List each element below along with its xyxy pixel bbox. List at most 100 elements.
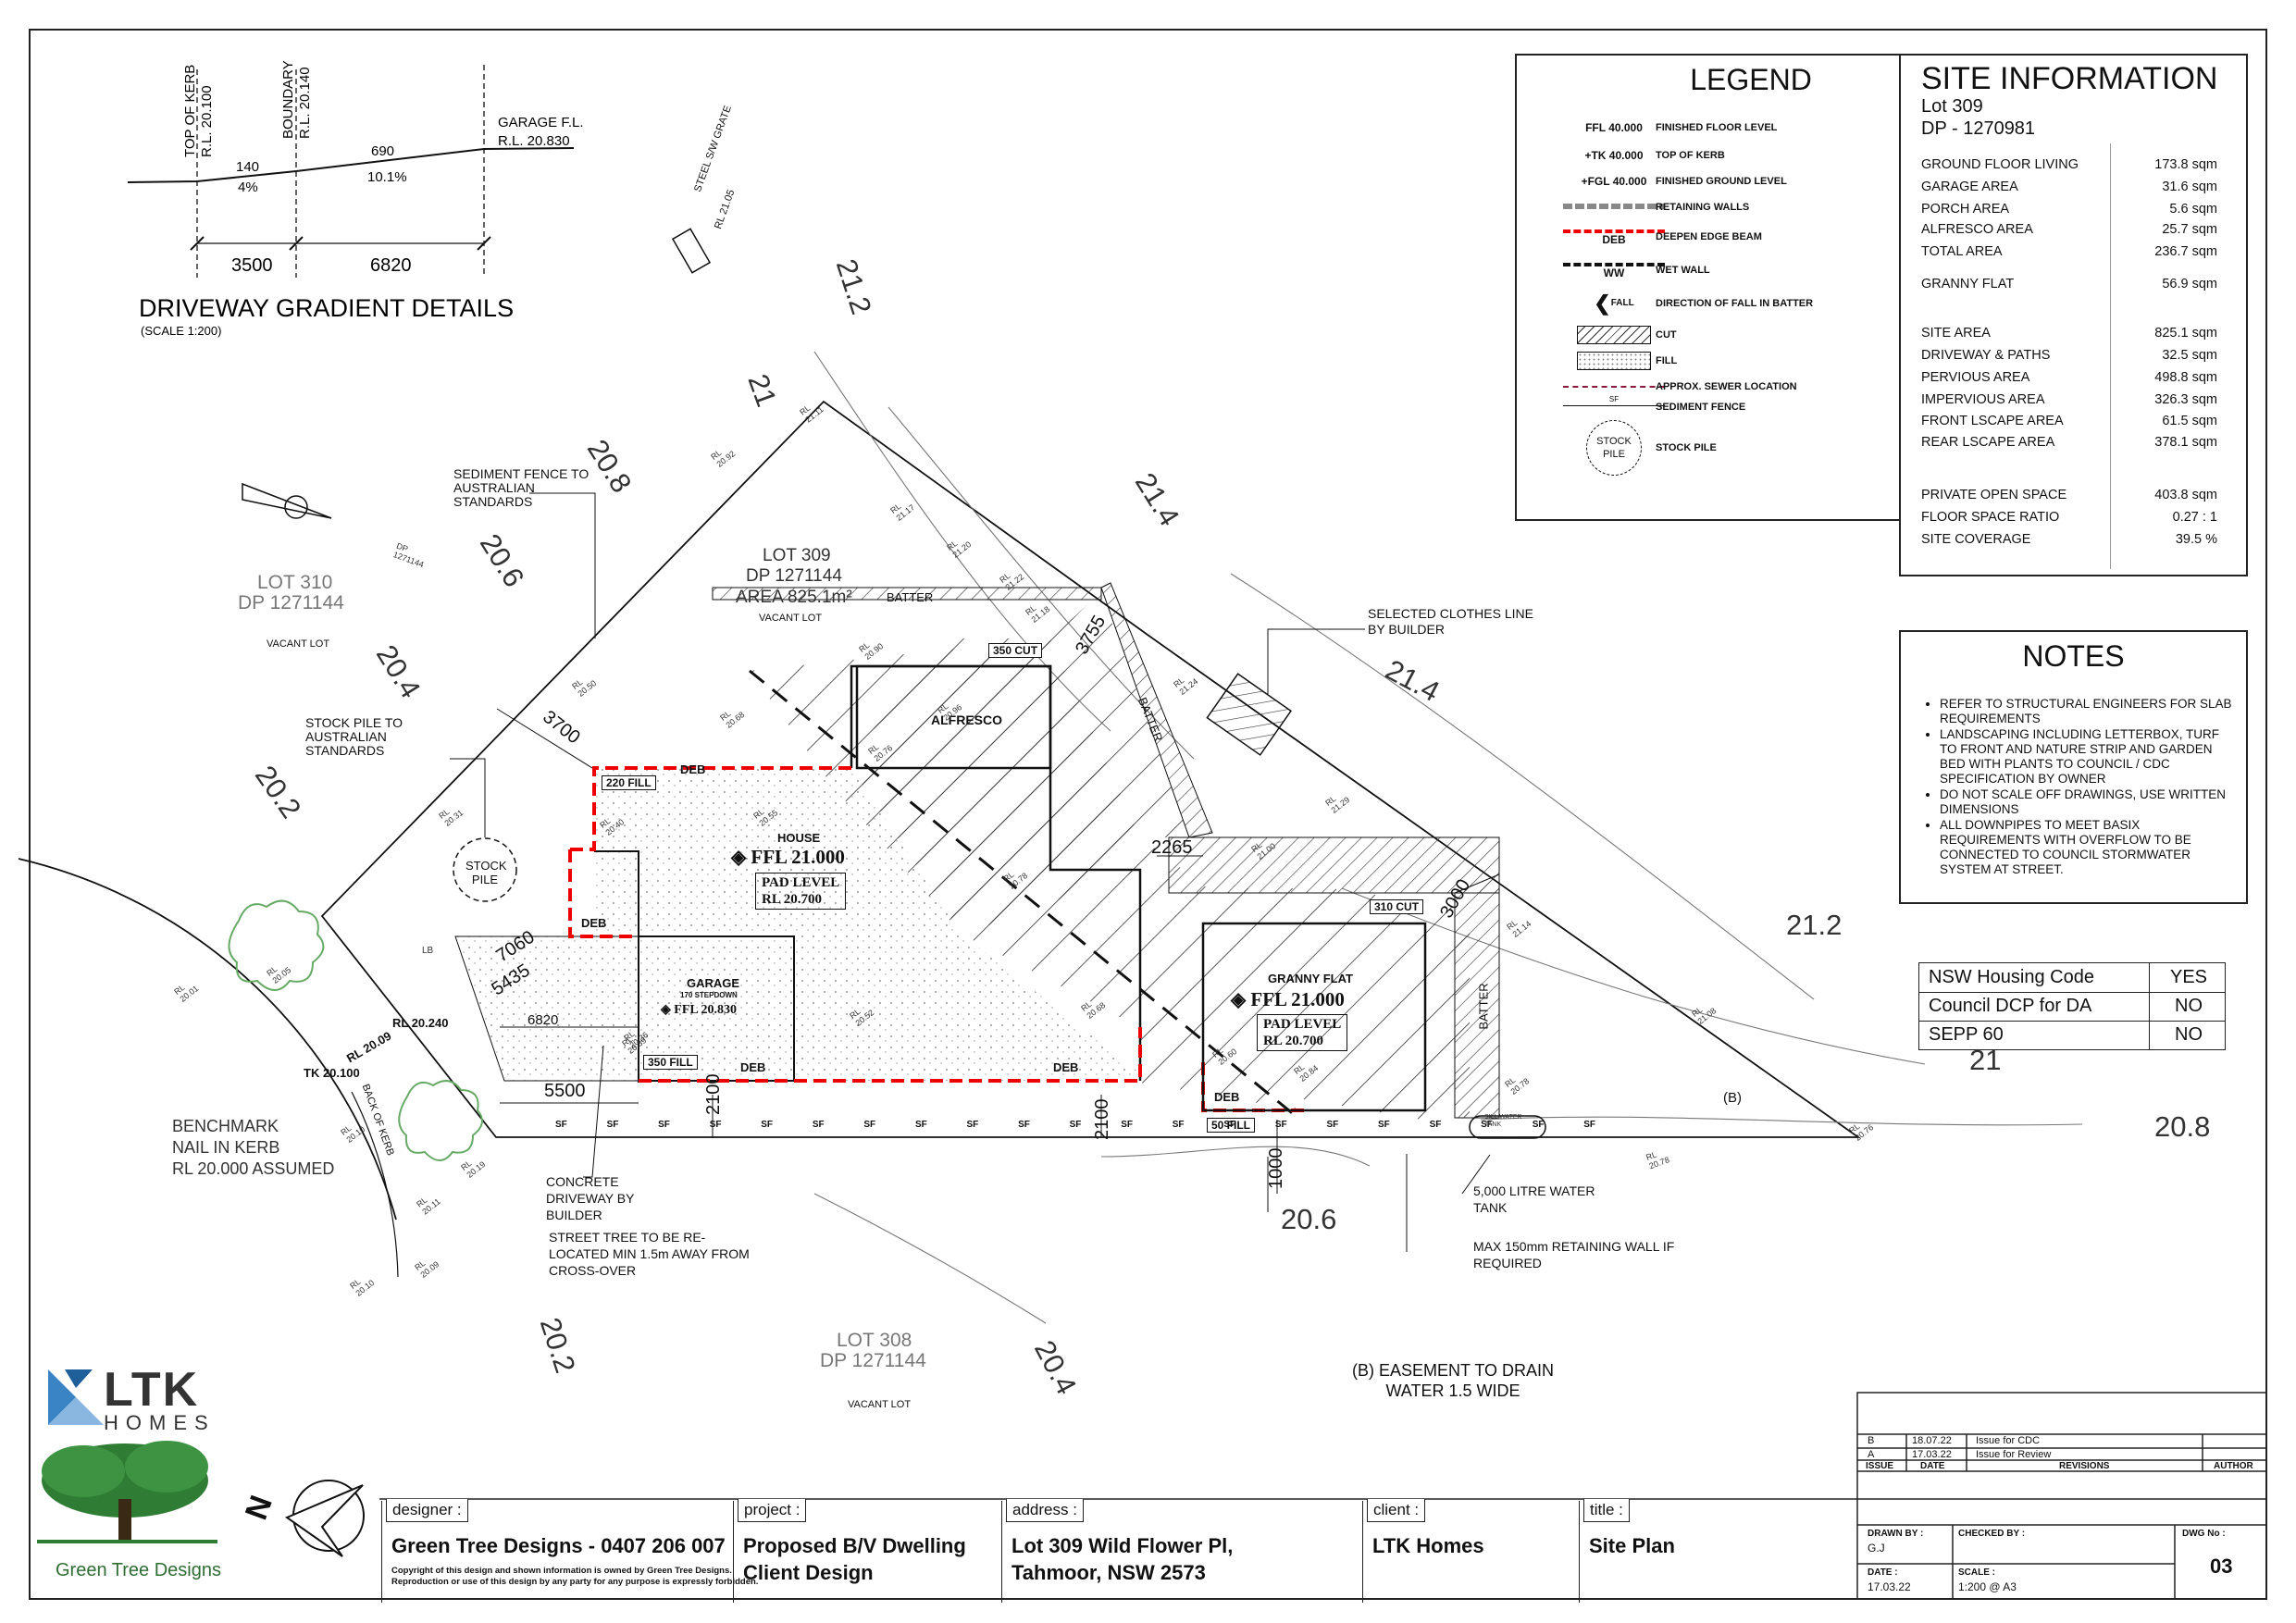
scale-value: 1:200 @ A3 <box>1958 1580 2017 1593</box>
contour-20-8-b: 20.8 <box>2154 1110 2211 1143</box>
lot-309-dp: DP 1271144 <box>746 566 842 586</box>
dim-6820: 6820 <box>370 255 412 276</box>
house-label: HOUSE <box>777 831 821 845</box>
revision-head-issue: ISSUE <box>1866 1461 1894 1471</box>
date-value: 17.03.22 <box>1868 1580 1911 1593</box>
leader-lines <box>450 492 1491 1252</box>
contour-20-6-b: 20.6 <box>1281 1203 1337 1235</box>
retaining-wall-note: MAX 150mm RETAINING WALL IF REQUIRED <box>1473 1239 1675 1270</box>
legend-label: FILL <box>1656 355 1678 366</box>
client-value: LTK Homes <box>1372 1534 1484 1557</box>
site-info-divider <box>2110 143 2111 569</box>
legend-label: RETAINING WALLS <box>1656 202 1750 213</box>
legend-label: DIRECTION OF FALL IN BATTER <box>1656 298 1814 309</box>
dim-3500: 3500 <box>231 255 273 276</box>
house-ffl: FFL 21.000 <box>751 846 845 868</box>
seg1-length: 140 <box>236 159 259 175</box>
revision-text: Issue for CDC <box>1976 1435 2041 1446</box>
driveway-gradient-diagram <box>127 65 575 278</box>
legend-row: FILL <box>1517 350 1985 372</box>
note-item: LANDSCAPING INCLUDING LETTERBOX, TURF TO… <box>1940 727 2236 787</box>
stock-pile-symbol <box>453 837 517 902</box>
benchmark-3: RL 20.000 ASSUMED <box>172 1159 335 1178</box>
sewer-line-symbol <box>1554 376 1674 398</box>
seg2-grade: 10.1% <box>367 169 407 185</box>
benchmark-2: NAIL IN KERB <box>172 1138 280 1157</box>
garage-fl-label: GARAGE F.L. <box>498 115 584 130</box>
site-info-lot: Lot 309 <box>1921 96 1983 117</box>
lot-310-dp: DP 1271144 <box>238 592 344 613</box>
revision-head-date: DATE <box>1920 1461 1945 1471</box>
site-information-panel: SITE INFORMATION Lot 309 DP - 1270981 GR… <box>1899 54 2248 576</box>
lot-308-dp: DP 1271144 <box>820 1350 926 1371</box>
designer-cell: designer : Green Tree Designs - 0407 206… <box>381 1499 758 1603</box>
ltk-logo-mark <box>48 1369 104 1425</box>
water-tank-note: 5,000 LITRE WATER TANK <box>1473 1183 1595 1215</box>
notes-list: REFER TO STRUCTURAL ENGINEERS FOR SLAB R… <box>1917 697 2236 878</box>
benchmark-1: BENCHMARK <box>172 1117 279 1135</box>
cut-symbol <box>1554 324 1674 346</box>
legend-row: RETAINING WALLS <box>1517 196 1985 218</box>
garage-ffl: FFL 20.830 <box>674 1003 737 1017</box>
ltk-logo-text: LTK <box>104 1363 200 1417</box>
easement-marker: (B) <box>1723 1090 1742 1106</box>
deb-house-top <box>570 766 851 851</box>
sediment-fence-symbol: SF <box>1554 396 1674 418</box>
client-cell: client : LTK Homes <box>1362 1499 1579 1603</box>
notes-panel: NOTES REFER TO STRUCTURAL ENGINEERS FOR … <box>1899 630 2248 904</box>
green-tree-logo-text: Green Tree Designs <box>56 1560 221 1580</box>
compass-ornament-icon <box>242 482 332 519</box>
site-info-title: SITE INFORMATION <box>1921 61 2218 96</box>
address-value: Lot 309 Wild Flower Pl,Tahmoor, NSW 2573 <box>1011 1534 1234 1584</box>
client-header: client : <box>1367 1499 1426 1522</box>
legend-label: FINISHED GROUND LEVEL <box>1656 176 1787 187</box>
steel-grate <box>671 228 712 274</box>
granny-ffl: FFL 21.000 <box>1250 988 1345 1010</box>
legend-label: WET WALL <box>1656 265 1710 276</box>
lot-309-vacant: VACANT LOT <box>759 613 823 624</box>
deb-label-5: DEB <box>1214 1090 1240 1104</box>
dim-2265: 2265 <box>1151 837 1193 858</box>
granny-flat-label: GRANNY FLAT <box>1268 972 1353 985</box>
house-pad-rl: RL 20.700 <box>762 892 823 907</box>
legend-label: TOP OF KERB <box>1656 150 1725 161</box>
kerb-line <box>18 858 397 1220</box>
sediment-fence-side <box>321 401 825 917</box>
contour-21-2-b: 21.2 <box>1786 909 1843 941</box>
date-header: DATE : <box>1868 1567 1898 1578</box>
lot-308-vacant: VACANT LOT <box>848 1399 912 1410</box>
scale-header: SCALE : <box>1958 1567 1995 1578</box>
copyright-line-1: Copyright of this design and shown infor… <box>391 1566 732 1576</box>
dim-5500: 5500 <box>544 1081 586 1101</box>
legend-symbol: +FGL 40.000 <box>1581 175 1647 188</box>
spot-level: LB <box>422 946 434 956</box>
plan-dimensions <box>496 708 1278 1194</box>
water-tank <box>1469 1115 1546 1139</box>
ffl-symbol-icon: ◈ <box>731 846 751 868</box>
driveway-slab <box>454 935 639 1082</box>
spot-level: SILL WATER TANK <box>1484 1114 1522 1128</box>
deb-label-2: DEB <box>581 916 607 930</box>
lot-310-vacant: VACANT LOT <box>267 638 330 650</box>
clothes-line <box>1206 673 1293 756</box>
ffl-symbol-icon: ◈ <box>661 1003 675 1017</box>
title-value: Site Plan <box>1589 1534 1675 1557</box>
